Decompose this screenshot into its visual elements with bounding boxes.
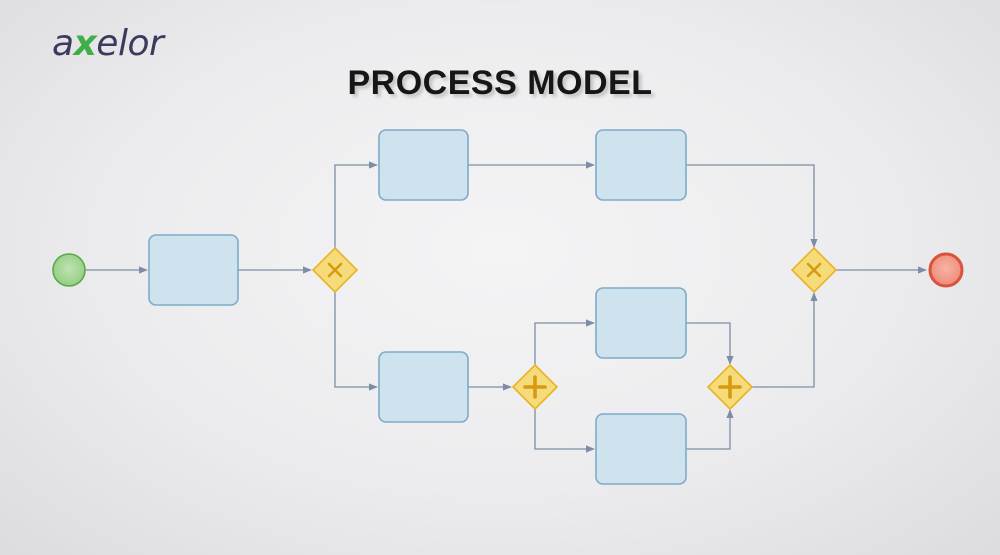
plus-icon: [523, 375, 547, 399]
sequence-flows: [85, 161, 927, 453]
x-icon: [806, 262, 822, 278]
task-box-4: [378, 351, 469, 423]
task-box-1: [148, 234, 239, 306]
flow-task5-to-gateway3: [686, 322, 734, 365]
logo-letter-x: x: [73, 23, 97, 64]
task-box-3: [595, 129, 687, 201]
plus-icon: [718, 375, 742, 399]
exclusive-gateway-join: [790, 246, 838, 294]
flow-task3-to-gateway4: [686, 164, 818, 248]
start-event: [52, 253, 86, 287]
parallel-gateway-join: [706, 363, 754, 411]
task-box-2: [378, 129, 469, 201]
flow-gateway1-to-task2: [334, 161, 378, 248]
logo-letters-rest: elor: [96, 23, 164, 64]
page-title: PROCESS MODEL: [347, 64, 653, 102]
flow-task6-to-gateway3: [686, 409, 734, 450]
exclusive-gateway-split: [311, 246, 359, 294]
flow-gateway1-to-task4: [334, 292, 378, 391]
end-event: [928, 252, 964, 288]
parallel-gateway-split: [511, 363, 559, 411]
x-icon: [327, 262, 343, 278]
flow-gateway2-to-task5: [534, 319, 595, 365]
logo-letter-a: a: [52, 23, 74, 64]
flow-gateway3-to-gateway4: [752, 292, 818, 388]
axelor-logo: axelor: [52, 23, 164, 64]
flow-gateway2-to-task6: [534, 409, 595, 453]
task-box-5: [595, 287, 687, 359]
task-box-6: [595, 413, 687, 485]
